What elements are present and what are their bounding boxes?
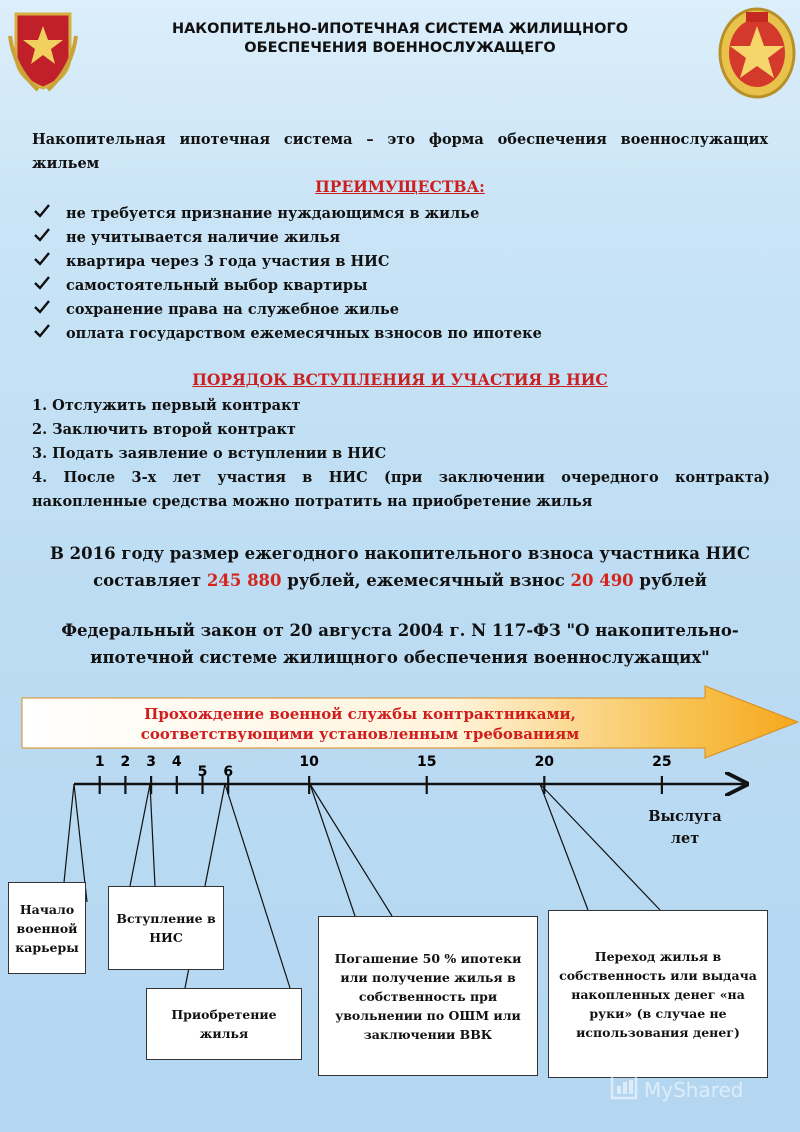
checkmark-icon xyxy=(34,252,54,270)
checkmark-icon xyxy=(34,276,54,294)
order-badge-right xyxy=(716,6,798,100)
timeline-tick-label: 6 xyxy=(223,764,233,780)
step-item: 2. Заключить второй контракт xyxy=(32,421,296,438)
timeline-tick-label: 25 xyxy=(652,754,671,770)
career-start-box: Начало военной карьеры xyxy=(8,882,86,974)
list-item: не требуется признание нуждающимся в жил… xyxy=(34,201,774,225)
list-item: не учитывается наличие жилья xyxy=(34,225,774,249)
purchase-box: Приобретение жилья xyxy=(146,988,302,1060)
list-item: сохранение права на служебное жилье xyxy=(34,297,774,321)
order-steps: 1. Отслужить первый контракт 2. Заключит… xyxy=(32,394,770,514)
watermark-text: MyShared xyxy=(644,1078,744,1102)
order-heading: ПОРЯДОК ВСТУПЛЕНИЯ И УЧАСТИЯ В НИС xyxy=(192,370,608,389)
service-arrow-label: Прохождение военной службы контрактникам… xyxy=(140,705,580,743)
timeline-tick-label: 3 xyxy=(146,754,156,770)
watermark-logo: MyShared xyxy=(610,1074,744,1102)
checkmark-icon xyxy=(34,300,54,318)
step-item: 1. Отслужить первый контракт xyxy=(32,397,301,414)
step-item: 4. После 3-х лет участия в НИС (при закл… xyxy=(32,469,770,510)
checkmark-icon xyxy=(34,228,54,246)
monthly-fee-value: 20 490 xyxy=(570,571,634,590)
list-item: самостоятельный выбор квартиры xyxy=(34,273,774,297)
page-title: НАКОПИТЕЛЬНО-ИПОТЕЧНАЯ СИСТЕМА ЖИЛИЩНОГО… xyxy=(171,21,629,56)
step-item: 3. Подать заявление о вступлении в НИС xyxy=(32,445,387,462)
axis-label: Выслуга лет xyxy=(648,808,722,847)
annual-fee-value: 245 880 xyxy=(206,571,282,590)
timeline-tick-label: 20 xyxy=(535,754,555,770)
timeline-tick-label: 10 xyxy=(299,754,319,770)
mortgage-repayment-box: Погашение 50 % ипотеки или получение жил… xyxy=(318,916,538,1076)
service-arrow xyxy=(21,685,800,759)
ownership-transfer-box: Переход жилья в собственность или выдача… xyxy=(548,910,768,1078)
fee-statement: В 2016 году размер ежегодного накопитель… xyxy=(49,544,750,590)
timeline-tick-label: 2 xyxy=(121,754,131,770)
intro-definition: Накопительная ипотечная система – это фо… xyxy=(32,131,768,172)
timeline-tick-label: 15 xyxy=(417,754,436,770)
advantages-list: не требуется признание нуждающимся в жил… xyxy=(34,201,774,345)
advantages-heading: ПРЕИМУЩЕСТВА: xyxy=(315,177,485,196)
timeline-tick-label: 5 xyxy=(198,764,208,780)
timeline-tick-label: 4 xyxy=(172,754,182,770)
military-emblem-left xyxy=(8,8,78,92)
timeline-tick-label: 1 xyxy=(95,754,105,770)
checkmark-icon xyxy=(34,324,54,342)
federal-law-reference: Федеральный закон от 20 августа 2004 г. … xyxy=(61,621,739,667)
list-item: оплата государством ежемесячных взносов … xyxy=(34,321,774,345)
checkmark-icon xyxy=(34,204,54,222)
list-item: квартира через 3 года участия в НИС xyxy=(34,249,774,273)
join-nis-box: Вступление в НИС xyxy=(108,886,224,970)
